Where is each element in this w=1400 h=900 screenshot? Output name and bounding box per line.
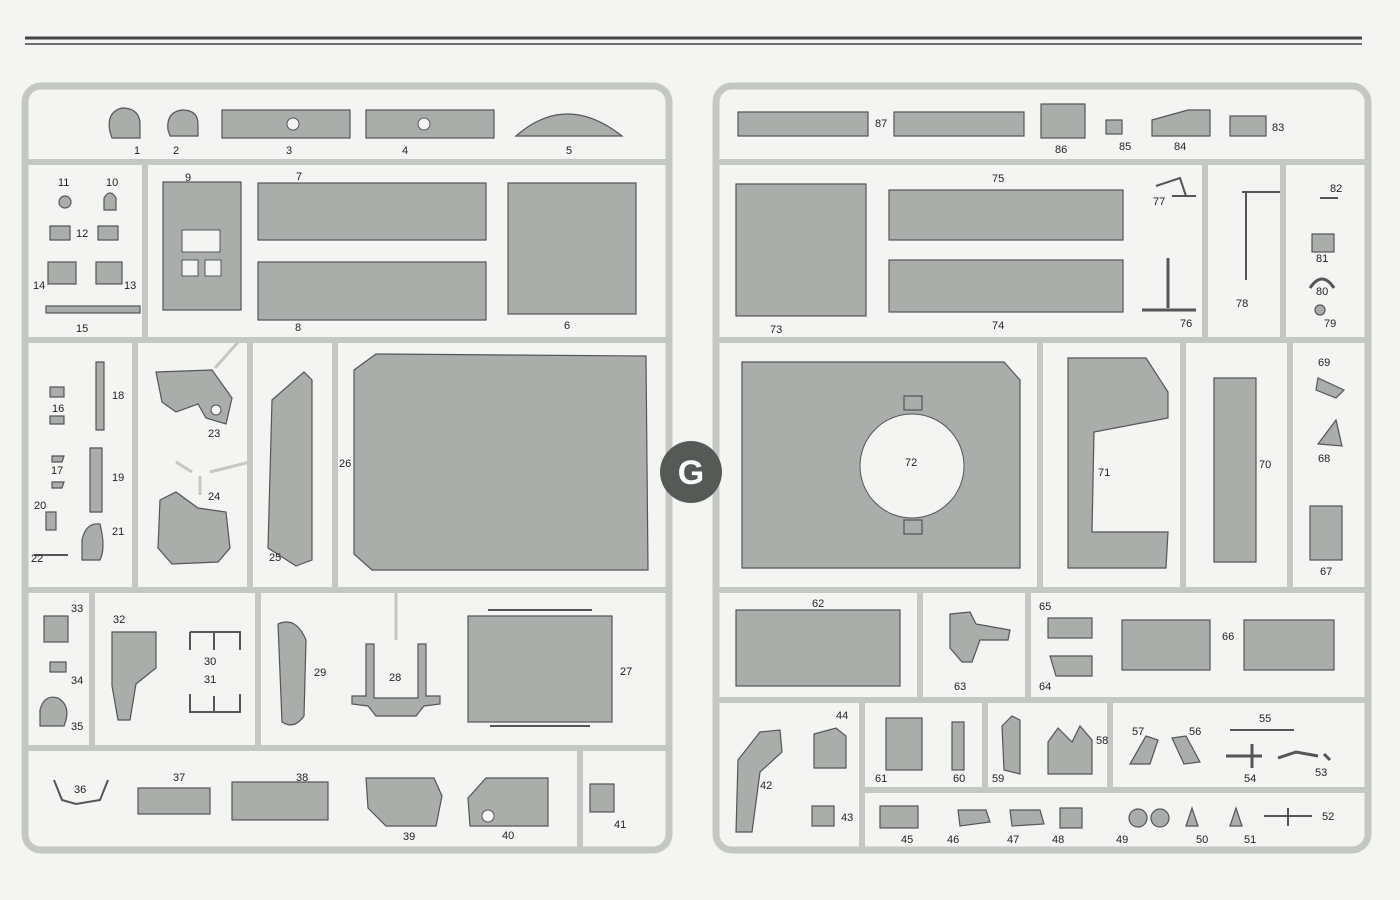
part-number: 43: [841, 812, 853, 824]
part-number: 27: [620, 666, 632, 678]
part-number: 60: [953, 773, 965, 785]
part-number: 74: [992, 320, 1004, 332]
part-number: 7: [296, 171, 302, 183]
part-number: 8: [295, 322, 301, 334]
part-number: 38: [296, 772, 308, 784]
part-number: 35: [71, 721, 83, 733]
part-number: 61: [875, 773, 887, 785]
part-number: 39: [403, 831, 415, 843]
part-number: 15: [76, 323, 88, 335]
part-number: 24: [208, 491, 220, 503]
sprue-letter-badge: G: [660, 441, 722, 503]
part-number: 59: [992, 773, 1004, 785]
part-number: 68: [1318, 453, 1330, 465]
part-number: 21: [112, 526, 124, 538]
part-number: 69: [1318, 357, 1330, 369]
part-number-labels: 1 2 3 4 5 6 7 8 9 10 11 12 13 14 15 16 1…: [31, 118, 1342, 846]
part-number: 29: [314, 667, 326, 679]
part-number: 83: [1272, 122, 1284, 134]
part-number: 4: [402, 145, 408, 157]
right-parts: [735, 103, 1346, 833]
part-number: 77: [1153, 196, 1165, 208]
part-number: 75: [992, 173, 1004, 185]
part-number: 46: [947, 834, 959, 846]
part-number: 10: [106, 177, 118, 189]
part-number: 86: [1055, 144, 1067, 156]
part-number: 53: [1315, 767, 1327, 779]
part-number: 32: [113, 614, 125, 626]
part-number: 16: [52, 403, 64, 415]
part-number: 73: [770, 324, 782, 336]
part-number: 9: [185, 172, 191, 184]
part-number: 49: [1116, 834, 1128, 846]
part-number: 3: [286, 145, 292, 157]
part-number: 54: [1244, 773, 1256, 785]
part-number: 81: [1316, 253, 1328, 265]
part-number: 66: [1222, 631, 1234, 643]
right-sprue-frame: [712, 82, 1372, 854]
part-number: 42: [760, 780, 772, 792]
part-number: 36: [74, 784, 86, 796]
part-number: 79: [1324, 318, 1336, 330]
part-number: 19: [112, 472, 124, 484]
part-number: 76: [1180, 318, 1192, 330]
part-number: 26: [339, 458, 351, 470]
part-number: 48: [1052, 834, 1064, 846]
part-number: 71: [1098, 467, 1110, 479]
part-number: 23: [208, 428, 220, 440]
part-number: 50: [1196, 834, 1208, 846]
part-number: 13: [124, 280, 136, 292]
part-number: 82: [1330, 183, 1342, 195]
part-number: 62: [812, 598, 824, 610]
part-number: 18: [112, 390, 124, 402]
part-number: 1: [134, 145, 140, 157]
part-number: 87: [875, 118, 887, 130]
part-number: 34: [71, 675, 83, 687]
part-number: 67: [1320, 566, 1332, 578]
part-number: 22: [31, 553, 43, 565]
part-number: 52: [1322, 811, 1334, 823]
part-number: 80: [1316, 286, 1328, 298]
left-sprue-frame: [21, 82, 673, 854]
part-number: 30: [204, 656, 216, 668]
part-number: 44: [836, 710, 848, 722]
part-number: 64: [1039, 681, 1051, 693]
part-number: 31: [204, 674, 216, 686]
part-number: 57: [1132, 726, 1144, 738]
part-number: 28: [389, 672, 401, 684]
part-number: 14: [33, 280, 45, 292]
part-number: 51: [1244, 834, 1256, 846]
part-number: 11: [58, 177, 69, 189]
part-number: 40: [502, 830, 514, 842]
part-number: 45: [901, 834, 913, 846]
part-number: 12: [76, 228, 88, 240]
sprue-letter: G: [678, 454, 704, 492]
left-parts: [34, 107, 649, 827]
part-number: 78: [1236, 298, 1248, 310]
part-number: 25: [269, 552, 281, 564]
part-number: 72: [905, 457, 917, 469]
part-number: 20: [34, 500, 46, 512]
part-number: 17: [51, 465, 63, 477]
part-number: 65: [1039, 601, 1051, 613]
part-number: 41: [614, 819, 626, 831]
part-number: 55: [1259, 713, 1271, 725]
part-number: 5: [566, 145, 572, 157]
part-number: 37: [173, 772, 185, 784]
part-number: 2: [173, 145, 179, 157]
part-number: 6: [564, 320, 570, 332]
part-number: 70: [1259, 459, 1271, 471]
part-number: 33: [71, 603, 83, 615]
part-number: 47: [1007, 834, 1019, 846]
part-number: 85: [1119, 141, 1131, 153]
part-number: 63: [954, 681, 966, 693]
part-number: 58: [1096, 735, 1108, 747]
part-number: 84: [1174, 141, 1186, 153]
part-number: 56: [1189, 726, 1201, 738]
